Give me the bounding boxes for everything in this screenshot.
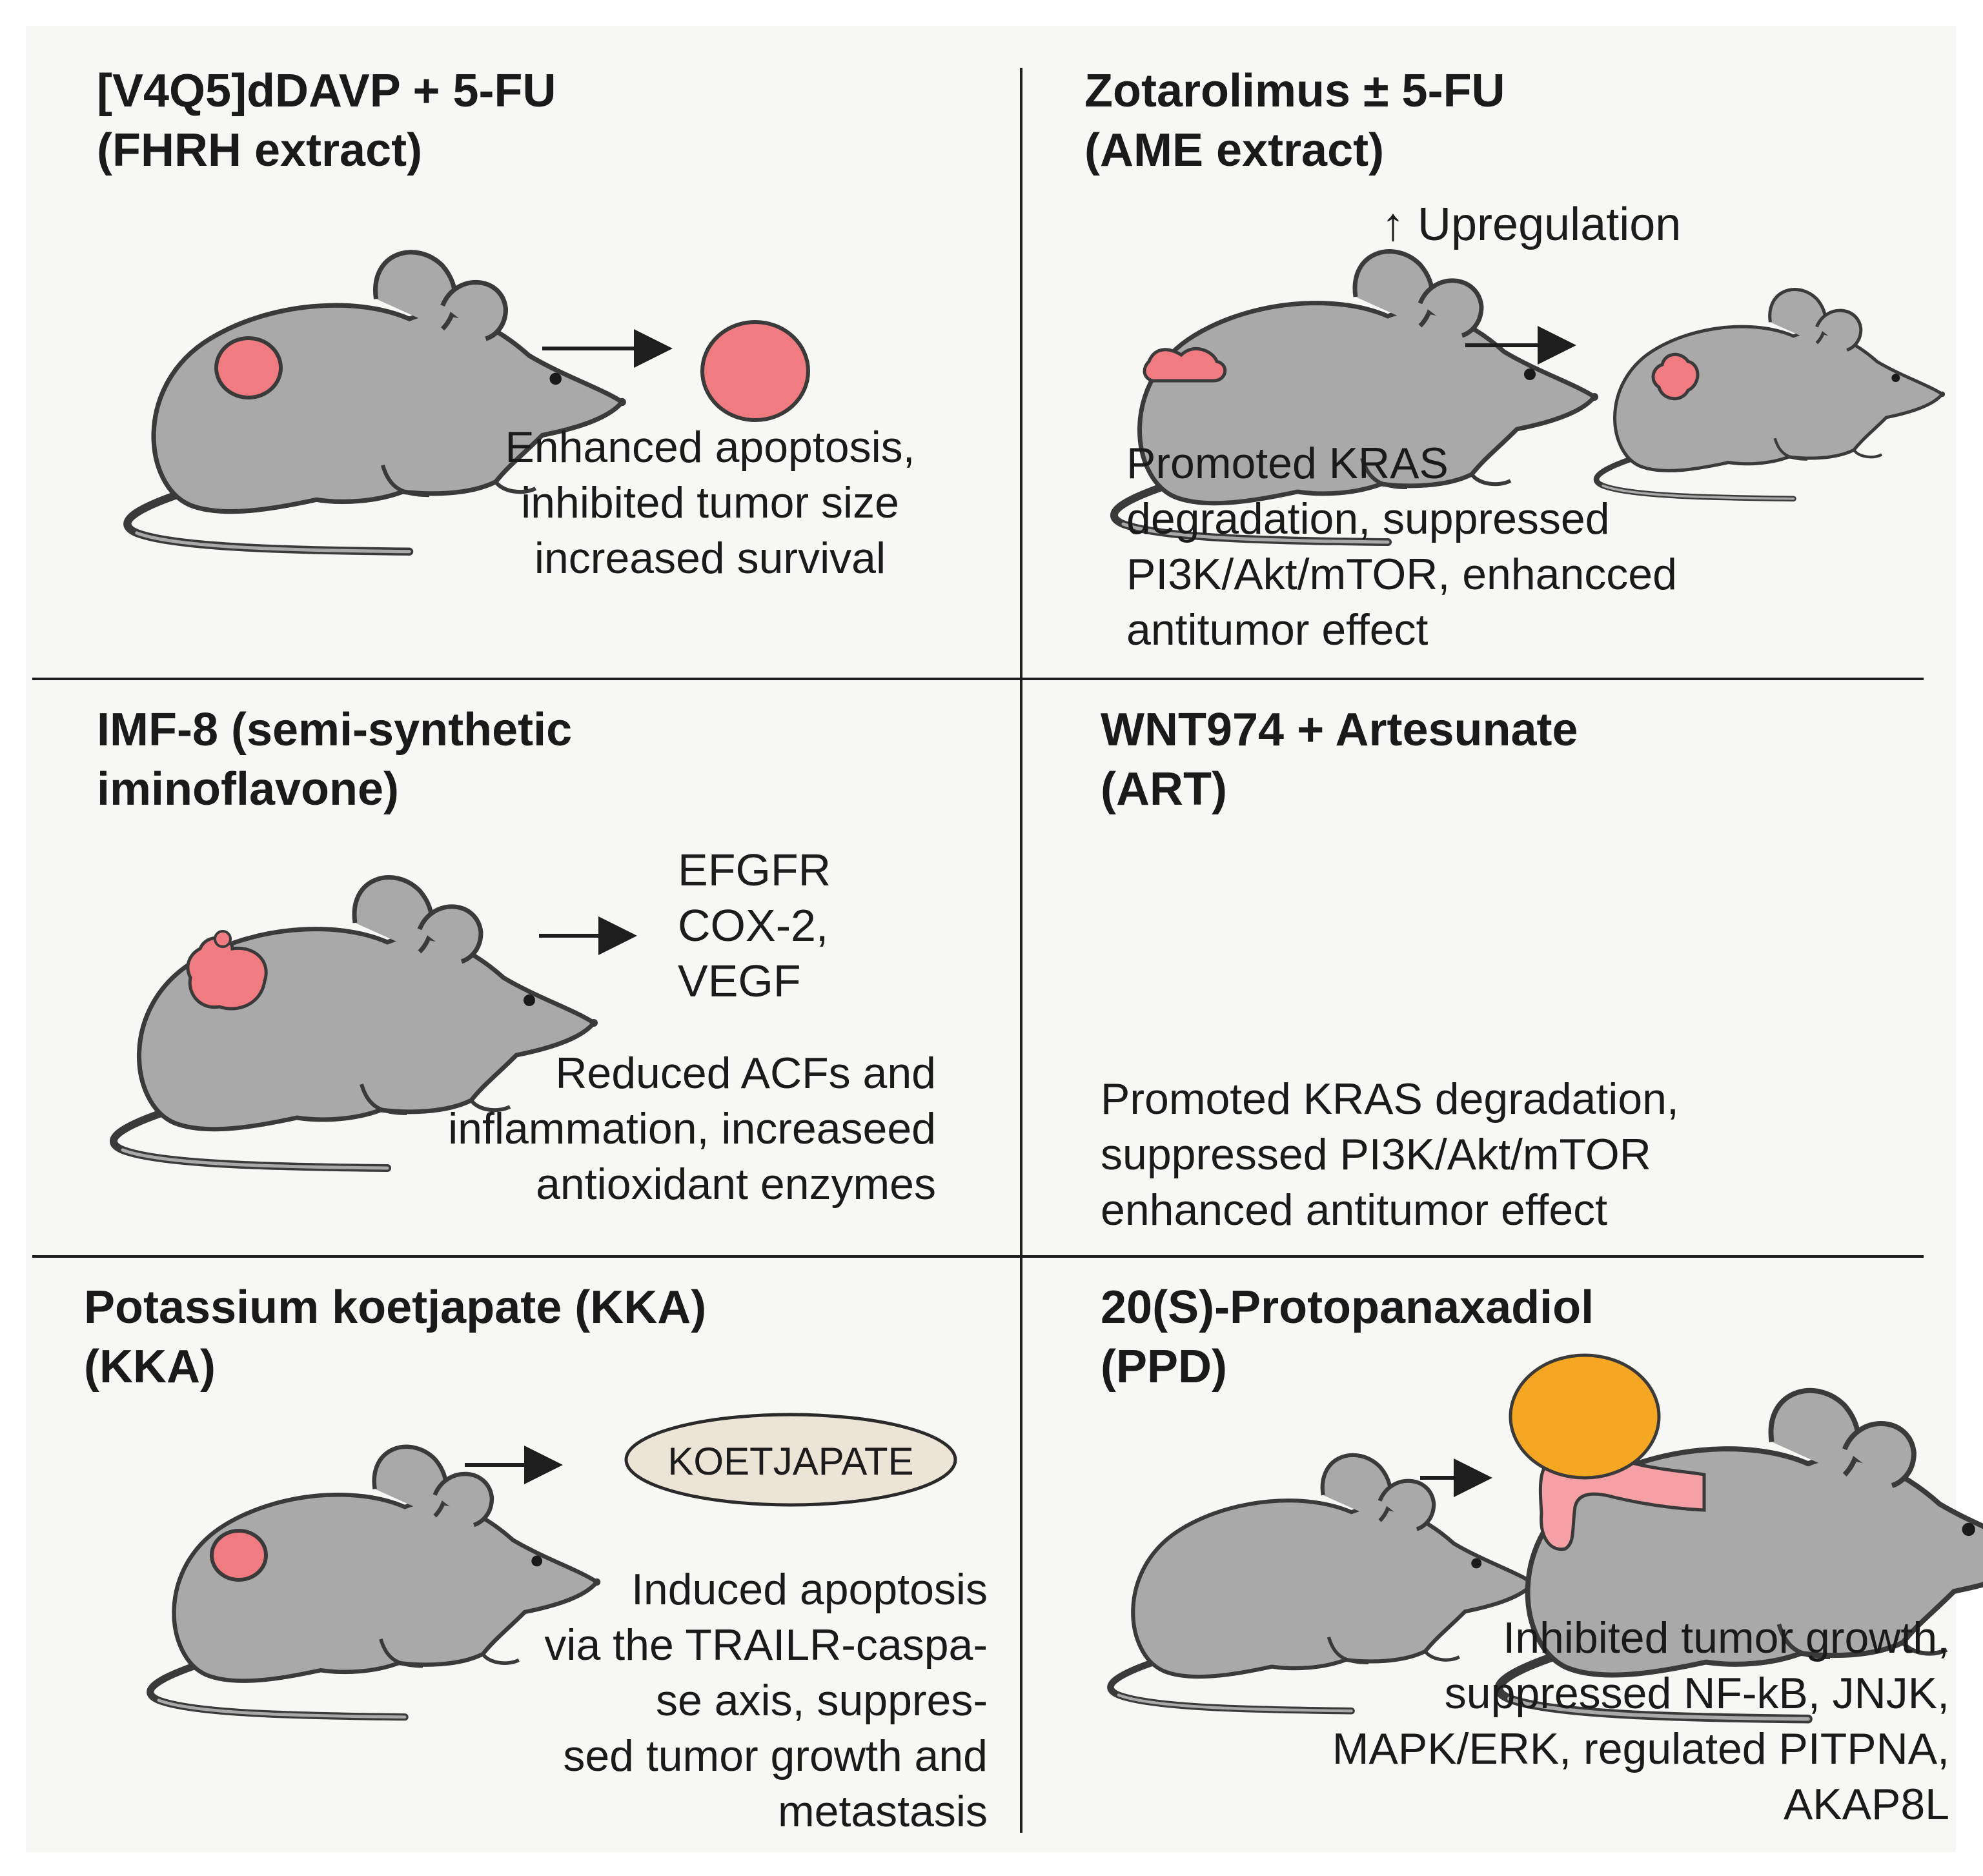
koetjapate-pill bbox=[624, 1413, 957, 1507]
p2-caption: Promoted KRAS degradation, suppressed PI… bbox=[1126, 439, 1677, 654]
horizontal-divider-bottom bbox=[32, 1255, 1924, 1258]
ppd-disc bbox=[1509, 1353, 1661, 1480]
koetjapate-label: KOETJAPATE bbox=[667, 1440, 914, 1483]
p3-title: IMF-8 (semi-synthetic iminoflavone) bbox=[97, 704, 573, 815]
p1-title: [V4Q5]dDAVP + 5-FU (FHRH extract) bbox=[97, 65, 556, 176]
p3-tumor bbox=[186, 936, 268, 1011]
p2-tumor-small bbox=[1651, 352, 1700, 401]
p2-title: Zotarolimus ± 5-FU (AME extract) bbox=[1084, 65, 1505, 176]
p5-title: Potassium koetjapate (KKA) (KKA) bbox=[84, 1282, 707, 1393]
p4-caption: Promoted KRAS degradation, suppressed PI… bbox=[1101, 1074, 1679, 1235]
p1-caption: Enhanced apoptosis, inhibited tumor size… bbox=[505, 423, 915, 583]
vertical-divider bbox=[1020, 68, 1022, 1833]
p6-caption: Inhibited tumor growth, suppressed NF-kB… bbox=[1332, 1613, 1949, 1829]
p3-targets: EFGFR COX-2, VEGF bbox=[678, 845, 831, 1006]
p5-tumor bbox=[210, 1529, 268, 1582]
p4-title: WNT974 + Artesunate (ART) bbox=[1101, 704, 1578, 815]
p3-caption: Reduced ACFs and inflammation, increasee… bbox=[448, 1049, 936, 1209]
p5-caption: Induced apoptosis via the TRAILR-caspa- … bbox=[544, 1565, 988, 1836]
p6-title: 20(S)-Protopanaxadiol (PPD) bbox=[1101, 1282, 1594, 1393]
p2-upregulation-note: ↑ Upregulation bbox=[1381, 199, 1682, 250]
p2-tumor-large bbox=[1143, 347, 1227, 383]
p1-tumor-in-mouse bbox=[214, 336, 283, 399]
p1-tumor bbox=[700, 320, 810, 422]
horizontal-divider-top bbox=[32, 678, 1924, 680]
